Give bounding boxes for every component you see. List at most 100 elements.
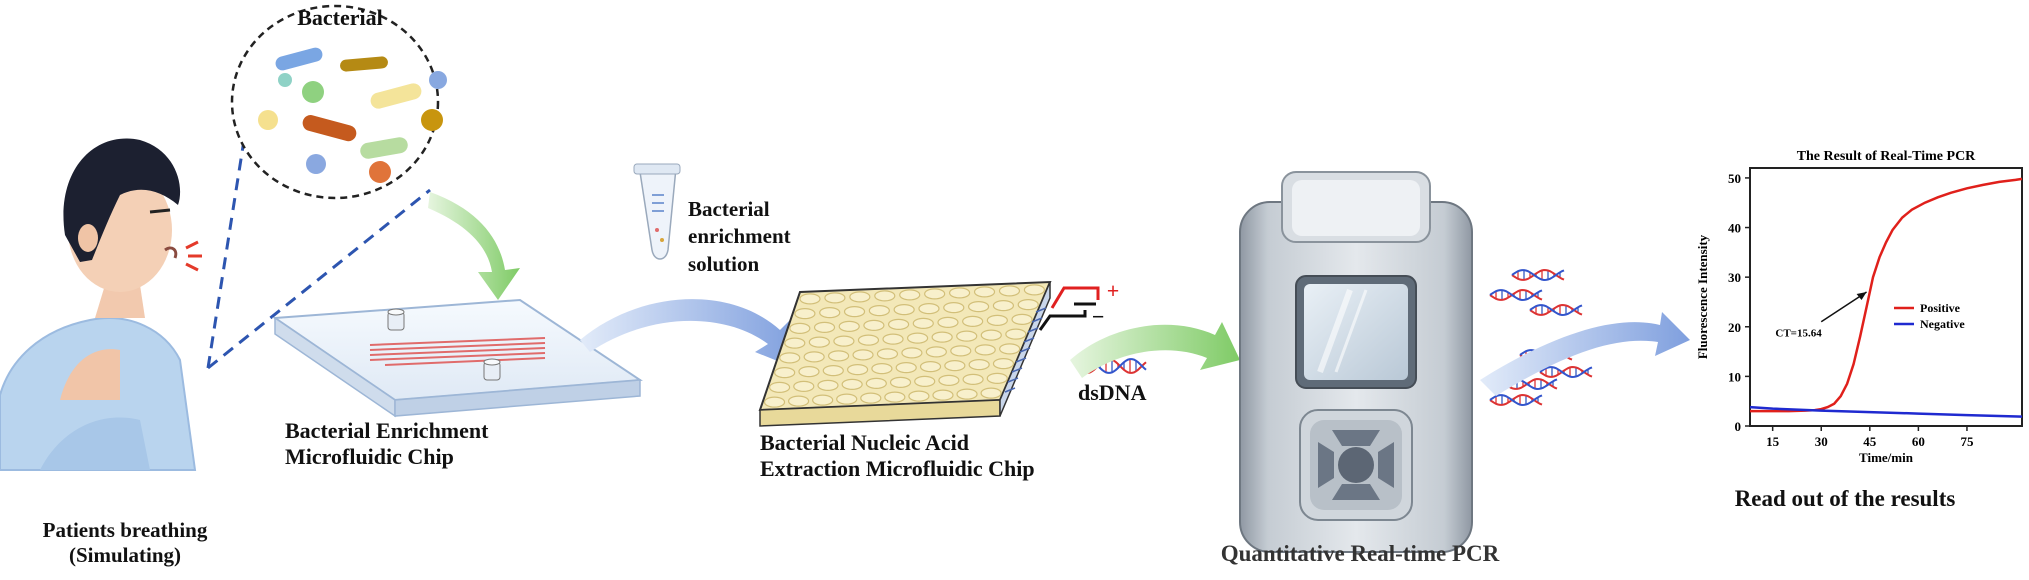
chip-well xyxy=(962,315,984,327)
chip-well xyxy=(868,305,890,317)
chip-well xyxy=(841,378,863,390)
chip-well xyxy=(784,337,806,349)
x-tick-label: 75 xyxy=(1960,434,1974,449)
y-tick-label: 50 xyxy=(1728,171,1741,186)
bacterium-coccus xyxy=(306,154,326,174)
chip-well xyxy=(992,358,1015,370)
enrichment-chip-label: Bacterial Enrichment Microfluidic Chip xyxy=(285,418,545,471)
chip-well xyxy=(938,374,960,386)
chip-well xyxy=(833,335,855,347)
chip-well xyxy=(798,366,820,378)
x-tick-label: 45 xyxy=(1863,434,1877,449)
chip-well xyxy=(908,390,930,402)
y-tick-label: 20 xyxy=(1728,320,1741,335)
chip-well xyxy=(893,304,915,316)
tube-icon xyxy=(633,163,681,260)
dsdna-label: dsDNA xyxy=(1078,380,1147,405)
extraction-chip-label: Bacterial Nucleic Acid Extraction Microf… xyxy=(760,430,1060,483)
electrode-wire-positive xyxy=(1050,286,1100,309)
chip-well xyxy=(808,336,830,348)
x-tick-label: 60 xyxy=(1912,434,1925,449)
extraction-chip-label-line1: Bacterial Nucleic Acid xyxy=(760,430,969,455)
bacterium-coccus xyxy=(429,71,447,89)
arrow-to-pcr-machine xyxy=(1070,322,1240,378)
chip-well xyxy=(998,285,1021,297)
chip-well xyxy=(986,314,1008,326)
chip-well xyxy=(992,300,1015,312)
chip-well xyxy=(857,334,880,346)
chip-well xyxy=(803,351,825,363)
chip-well xyxy=(812,394,834,406)
bacteria-bubble xyxy=(230,4,447,200)
chip-well xyxy=(899,289,921,301)
chip-well xyxy=(779,352,801,364)
chip-well xyxy=(865,377,887,389)
chip-well xyxy=(794,308,816,320)
chip-well xyxy=(980,329,1002,341)
chip-well xyxy=(884,391,906,403)
bacterium-coccus xyxy=(278,73,292,87)
chip-well xyxy=(986,372,1008,384)
y-tick-label: 0 xyxy=(1735,419,1742,434)
bacterium-coccus xyxy=(258,110,278,130)
arrow-to-extraction-chip xyxy=(580,299,800,370)
dna-helix xyxy=(1489,393,1543,407)
chip-well xyxy=(937,316,959,328)
chip-well xyxy=(948,287,971,299)
bacterium-rod xyxy=(340,56,388,72)
chip-well xyxy=(889,376,912,388)
chip-well xyxy=(863,319,885,331)
enrichment-chip-illustration xyxy=(272,298,643,418)
chip-well xyxy=(763,396,786,408)
chip-well xyxy=(950,345,972,357)
electrode-plus-sign: + xyxy=(1106,278,1120,303)
chip-well xyxy=(931,331,953,343)
chip-well xyxy=(822,365,844,377)
chip-well xyxy=(827,350,850,362)
chip-well xyxy=(918,303,940,315)
enrichment-solution-line2: enrichment xyxy=(688,224,791,249)
chip-well xyxy=(836,393,858,405)
chip-well xyxy=(967,301,990,313)
patient-label: Patients breathing (Simulating) xyxy=(0,518,250,568)
legend-label-negative: Negative xyxy=(1920,317,1965,331)
chip-well xyxy=(852,349,874,361)
bacterium-rod xyxy=(275,47,323,71)
extraction-chip-illustration xyxy=(758,280,1100,427)
plot-area xyxy=(1749,167,2023,427)
dna-strand xyxy=(1489,289,1543,302)
x-axis-label: Time/min xyxy=(1859,450,1914,465)
chip-well xyxy=(919,361,942,373)
chart-title: The Result of Real-Time PCR xyxy=(1797,149,1976,164)
chip-well xyxy=(789,322,811,334)
chip-well xyxy=(876,348,899,360)
chip-well xyxy=(819,307,841,319)
y-tick-label: 30 xyxy=(1728,270,1741,285)
arrow-to-enrichment-chip xyxy=(428,192,520,300)
breath-marks xyxy=(185,240,202,272)
bacterium-coccus xyxy=(302,81,324,103)
chip-well xyxy=(871,363,893,375)
chip-well xyxy=(799,293,821,305)
bacterium-coccus xyxy=(421,109,443,131)
chip-well xyxy=(895,362,917,374)
chip-well xyxy=(925,346,947,358)
chip-well xyxy=(874,290,896,302)
pcr-machine-illustration xyxy=(1239,171,1473,553)
chip-well xyxy=(817,379,839,391)
dna-strand xyxy=(1511,269,1565,282)
chip-well xyxy=(906,332,929,344)
chip-well xyxy=(956,388,978,400)
chip-well xyxy=(1017,299,1039,311)
dna-strand xyxy=(1489,394,1543,407)
chip-well xyxy=(882,333,904,345)
electrode-minus-sign: − xyxy=(1091,304,1105,329)
chip-well xyxy=(860,392,882,404)
legend-label-positive: Positive xyxy=(1920,301,1961,315)
zoom-line-lower xyxy=(207,188,431,370)
annotation-arrowhead xyxy=(1856,292,1867,301)
chip-well xyxy=(932,389,954,401)
chip-well xyxy=(843,306,866,318)
chip-well xyxy=(887,318,910,330)
